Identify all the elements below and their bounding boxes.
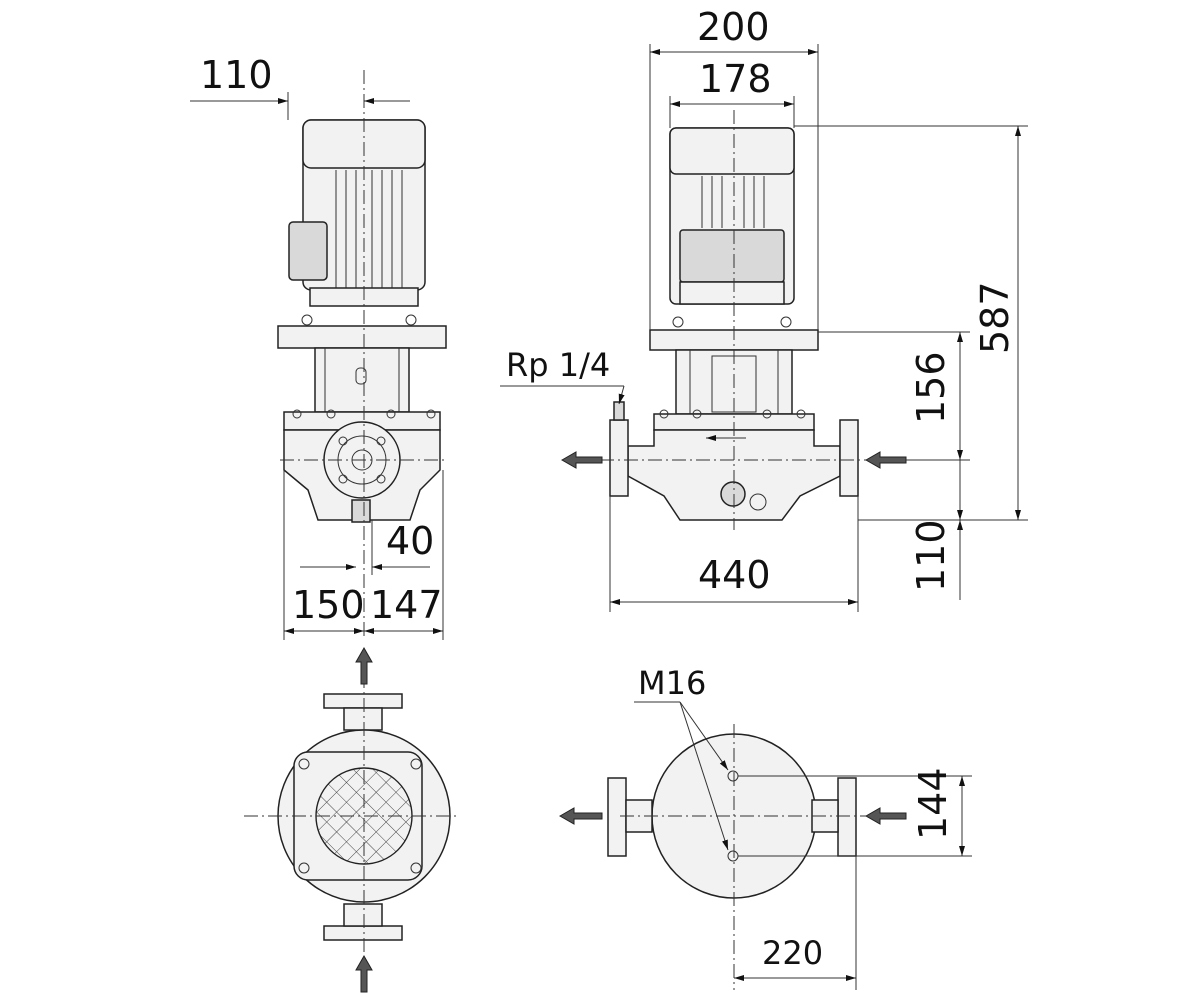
dim-flange-height: 156 [909,351,953,424]
dim-flange-right: 147 [370,583,443,627]
callout-vent-thread: Rp 1/4 [506,346,610,384]
dim-bolt-spacing-x: 220 [762,934,823,972]
dim-base-height: 110 [909,519,953,592]
side-terminal-box [288,221,328,281]
front-motor-ribs [701,176,765,228]
side-motor-flange [277,325,447,349]
side-lantern [314,347,410,413]
dim-bolt-spacing-y: 144 [911,767,955,840]
top-inlet-arrow [355,954,373,993]
dim-foot-width: 40 [386,519,434,563]
dim-motor-width-inner: 178 [699,57,772,101]
front-inlet-arrow [864,451,907,469]
front-outlet-arrow [560,451,603,469]
top-outlet-arrow [355,646,373,685]
side-view: 110 40 150 147 [190,53,447,640]
base-outlet-arrow [558,807,603,825]
side-motor-ribs [335,170,403,288]
dim-total-height: 587 [973,281,1017,354]
base-view: M16 144 220 [558,664,972,990]
dim-motor-width-outer: 200 [697,5,770,49]
callout-bolt-thread: M16 [638,664,706,702]
dim-port-spacing: 440 [698,553,771,597]
side-drain [351,499,371,523]
front-right-port-flange [839,419,859,497]
base-inlet-arrow [864,807,907,825]
front-view: 200 178 587 156 110 440 Rp 1/4 [500,5,1028,612]
top-view [244,646,456,993]
front-left-port-flange [609,419,629,497]
dim-flange-left: 150 [292,583,365,627]
front-motor-fan-cover [669,127,795,175]
front-terminal-box [679,229,785,283]
dim-motor-offset: 110 [200,53,273,97]
